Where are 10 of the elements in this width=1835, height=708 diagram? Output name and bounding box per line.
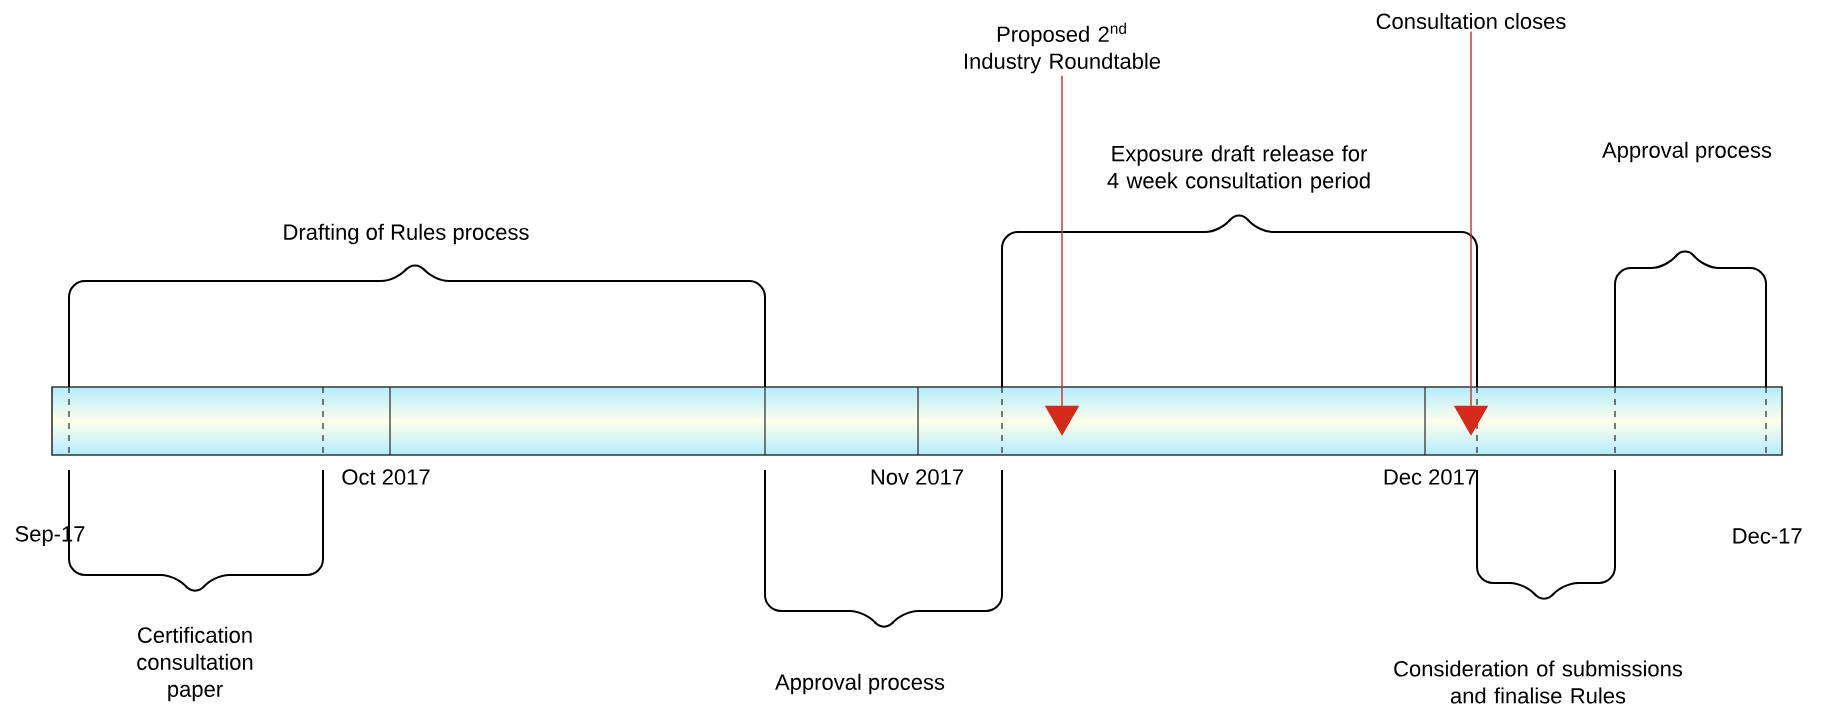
- period-label: Approval process: [1602, 141, 1772, 163]
- period-label: Approval process: [775, 673, 945, 695]
- period-label: Exposure draft release for 4 week consultation period: [1107, 145, 1370, 193]
- period-label: Certification consultation paper: [137, 626, 253, 702]
- annotation-text: Consultation closes: [1376, 12, 1566, 30]
- annotation-text: Proposed 2$^{nd}$ Industry Roundtable: [965, 22, 1161, 74]
- period-label: Drafting of Rules process: [284, 223, 529, 245]
- period-label: Consideration of submissions and finalise Rules: [1394, 660, 1683, 704]
- timeline-bar: [51, 386, 1783, 456]
- date-label: Dec-17: [1733, 528, 1802, 544]
